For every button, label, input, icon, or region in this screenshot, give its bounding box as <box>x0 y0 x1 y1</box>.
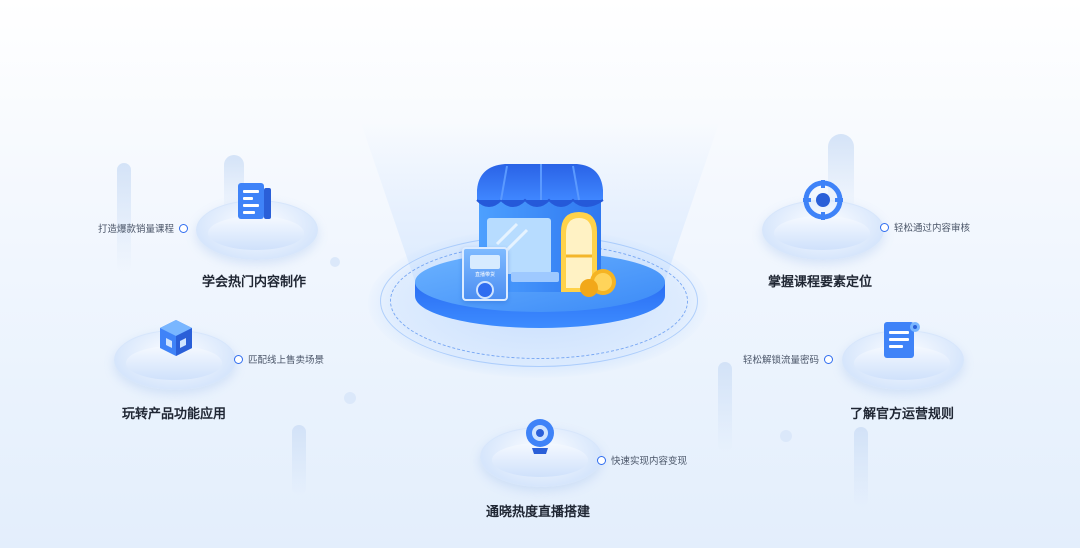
document-icon <box>238 183 271 219</box>
card-text: 直播带货 <box>474 272 495 278</box>
decor-bar <box>718 362 732 452</box>
feature-pedestal-live <box>480 427 602 487</box>
decor-bar <box>854 427 868 507</box>
feature-tag-product: 匹配线上售卖场景 <box>234 352 324 366</box>
pedestal-top <box>774 216 870 250</box>
card-round-icon <box>476 281 494 299</box>
rules-document-icon <box>884 322 920 358</box>
tag-circle-icon <box>179 223 189 233</box>
feature-title-course: 掌握课程要素定位 <box>768 275 873 290</box>
feature-tag-text: 匹配线上售卖场景 <box>248 355 325 366</box>
pedestal-top <box>208 216 304 250</box>
target-icon <box>803 180 843 220</box>
feature-tag-text: 轻松通过内容审核 <box>894 223 971 234</box>
tag-circle-icon <box>234 354 243 364</box>
decor-dot <box>344 392 356 404</box>
feature-tag-text: 快速实现内容变现 <box>611 456 688 467</box>
tag-circle-icon <box>824 354 834 364</box>
card-screen <box>470 255 500 269</box>
decor-bar <box>117 163 131 273</box>
decor-dot <box>330 257 340 267</box>
camera-icon <box>526 419 554 454</box>
feature-tag-content: 打造爆款销量课程 <box>98 221 189 235</box>
decor-bar <box>292 425 306 495</box>
feature-tag-live: 快速实现内容变现 <box>597 453 687 467</box>
feature-title-product: 玩转产品功能应用 <box>122 407 227 422</box>
center-card: 直播带货 <box>462 247 508 301</box>
tag-circle-icon <box>880 222 889 232</box>
decor-dot <box>780 430 792 442</box>
feature-tag-text: 轻松解锁流量密码 <box>743 355 820 366</box>
feature-tag-text: 打造爆款销量课程 <box>98 224 175 235</box>
feature-tag-course: 轻松通过内容审核 <box>880 220 970 234</box>
feature-title-live: 通晓热度直播搭建 <box>486 505 591 520</box>
feature-title-content: 学会热门内容制作 <box>202 275 307 290</box>
feature-title-rules: 了解官方运营规则 <box>850 407 955 422</box>
feature-tag-rules: 轻松解锁流量密码 <box>743 352 834 366</box>
cube-icon <box>160 320 192 356</box>
tag-circle-icon <box>597 455 606 465</box>
